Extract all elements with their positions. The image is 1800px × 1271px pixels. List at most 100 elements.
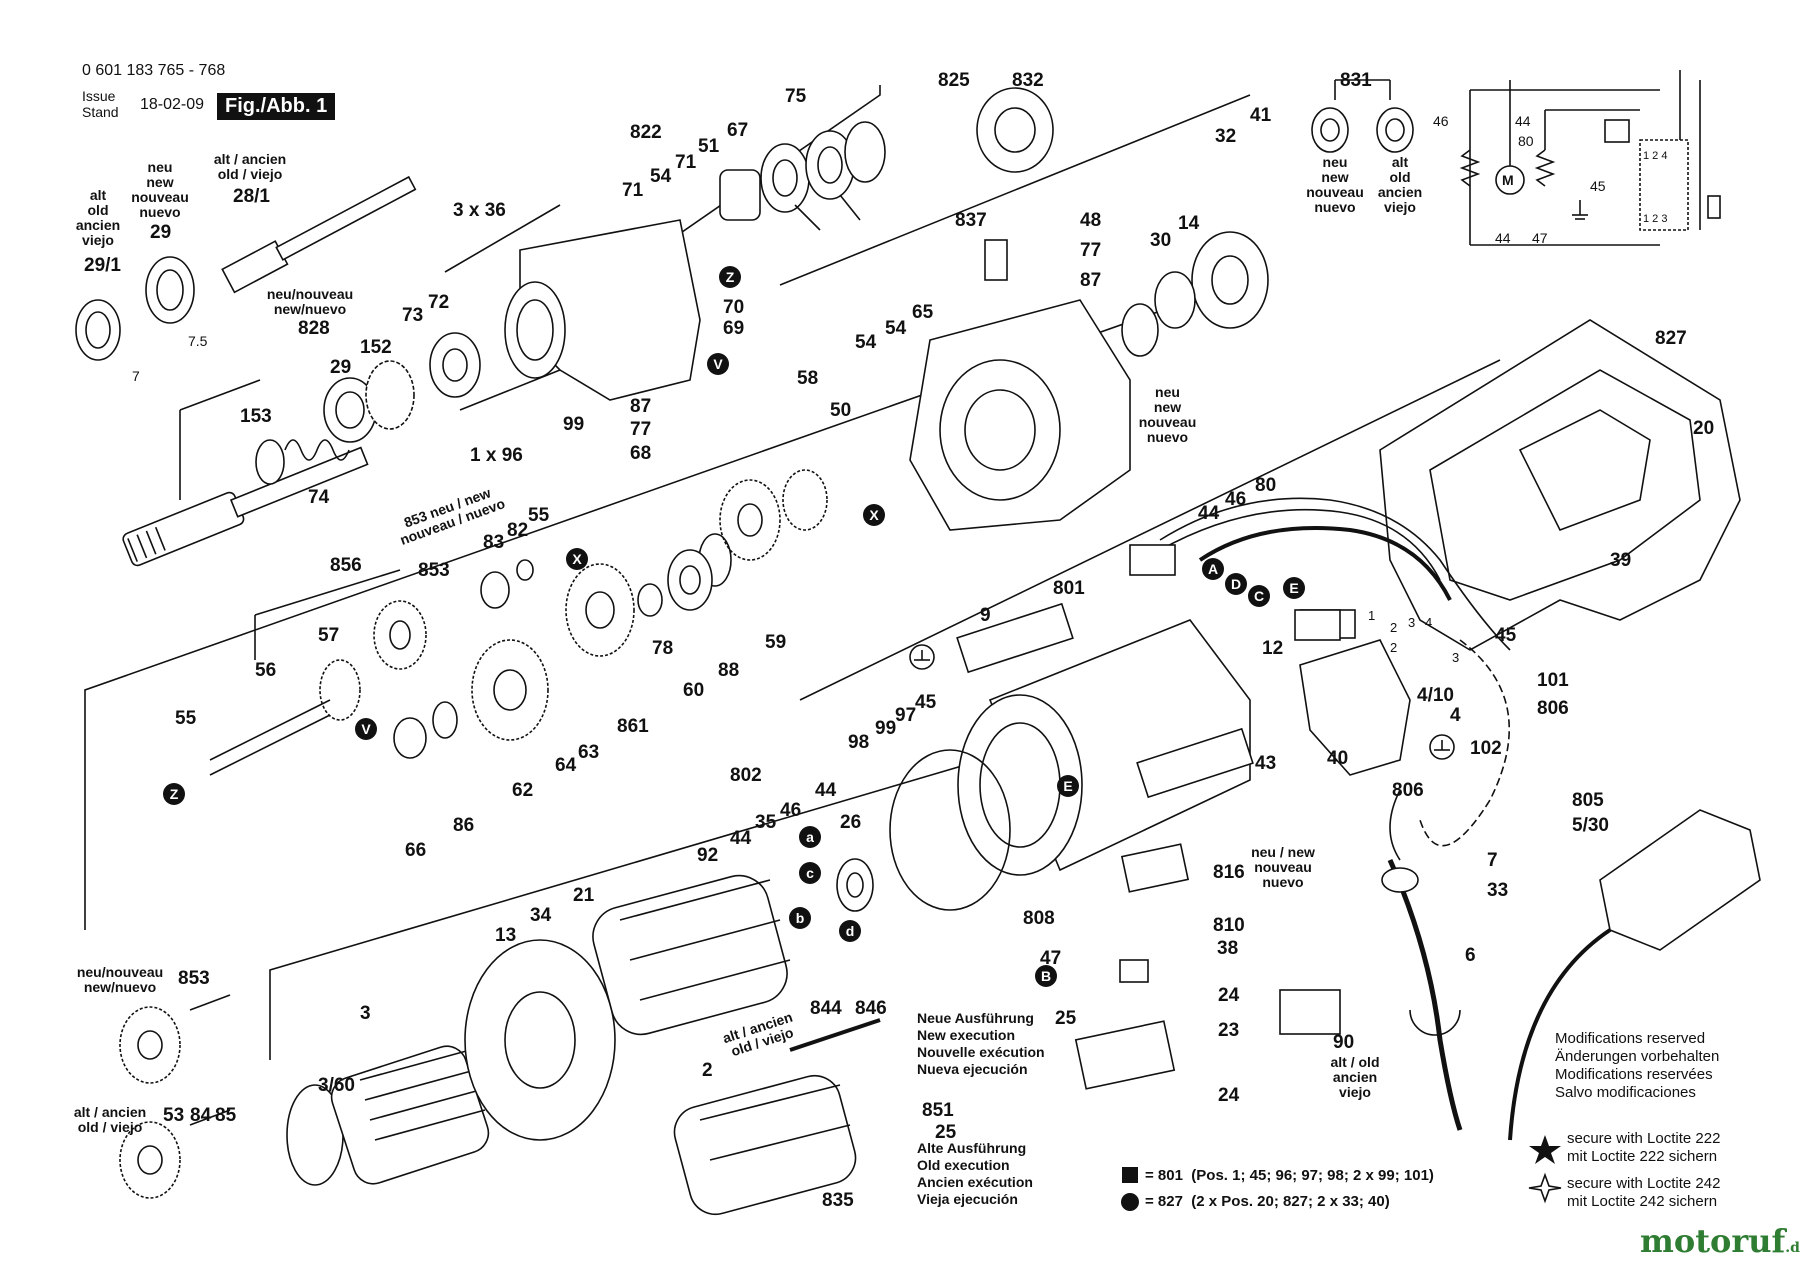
part-96: 1 x 96 [470, 445, 523, 466]
schem-46: 46 [1433, 113, 1449, 129]
marker-v-bottom: V [355, 718, 377, 740]
part-152: 152 [360, 337, 392, 358]
legend-square-text: = 801 (Pos. 1; 45; 96; 97; 98; 2 x 99; 1… [1145, 1167, 1434, 1184]
part-3: 3 [360, 1003, 371, 1024]
part-54c: 54 [885, 318, 907, 339]
part-4-10: 4/10 [1417, 685, 1454, 706]
part-54b: 54 [855, 332, 877, 353]
part-55b: 55 [175, 708, 197, 729]
label-neu-828: neu/nouveau new/nuevo [266, 286, 354, 317]
part-3-60: 3/60 [318, 1075, 355, 1096]
part-46m: 46 [780, 800, 802, 821]
part-71a: 71 [622, 180, 644, 201]
schem-terminal-bottom: 1 2 3 [1643, 213, 1668, 225]
gear-59 [719, 479, 781, 561]
part-806b: 806 [1392, 780, 1424, 801]
part-5-30: 5/30 [1572, 815, 1609, 836]
part-87a: 87 [630, 396, 652, 417]
part-153: 153 [240, 406, 272, 427]
marker-e-mid: E [1057, 775, 1079, 797]
spindle-shaft [122, 446, 369, 567]
part-44m: 44 [730, 828, 752, 849]
part-24b: 24 [1218, 1085, 1240, 1106]
part-806a: 806 [1537, 698, 1569, 719]
part-822: 822 [630, 122, 662, 143]
schem-80: 80 [1518, 133, 1534, 149]
note-old-execution: Alte Ausführung Old execution Ancien exé… [917, 1140, 1033, 1207]
part-64: 64 [555, 755, 577, 776]
part-12: 12 [1262, 638, 1284, 659]
part-21: 21 [573, 885, 595, 906]
part-77b: 77 [1080, 240, 1102, 261]
part-805: 805 [1572, 790, 1604, 811]
marker-c: C [1248, 585, 1270, 607]
part-6: 6 [1465, 945, 1476, 966]
dim-7: 7 [132, 368, 140, 384]
marker-z-top: Z [719, 266, 741, 288]
part-30: 30 [1150, 230, 1172, 251]
part-45c: 45 [915, 692, 937, 713]
frame-line-left [84, 289, 1221, 930]
watermark-text: motoruf [1640, 1222, 1786, 1260]
part-828: 828 [298, 318, 330, 339]
part-46w: 46 [1225, 489, 1247, 510]
schem-47: 47 [1532, 230, 1548, 246]
issue-label: Issue Stand [82, 88, 119, 120]
part-73: 73 [402, 305, 424, 326]
part-87b: 87 [1080, 270, 1102, 291]
part-82: 82 [507, 520, 529, 541]
marker-a: A [1202, 558, 1224, 580]
part-835: 835 [822, 1190, 854, 1211]
part-67: 67 [727, 120, 749, 141]
part-9: 9 [980, 605, 991, 626]
part-53: 53 [163, 1105, 185, 1126]
loctite-222-star [1529, 1135, 1561, 1164]
part-4: 4 [1450, 705, 1461, 726]
watermark-tld: .de [1785, 1240, 1800, 1256]
marker-d-low: d [839, 920, 861, 942]
part-57: 57 [318, 625, 340, 646]
part-24a: 24 [1218, 985, 1240, 1006]
part-7b: 7 [1487, 850, 1498, 871]
modifications-note: Modifications reserved Änderungen vorbeh… [1555, 1030, 1720, 1101]
part-102: 102 [1470, 738, 1502, 759]
label-alt-28-1: alt / ancien old / viejo [213, 151, 287, 182]
loctite-242-note: secure with Loctite 242 mit Loctite 242 … [1567, 1175, 1721, 1210]
part-88: 88 [718, 660, 740, 681]
marker-e-top: E [1283, 577, 1305, 599]
part-39: 39 [1610, 550, 1632, 571]
schem-terminal-top: 1 2 4 [1643, 150, 1668, 162]
label-neu-816: neu / new nouveau nuevo [1251, 844, 1315, 890]
part-78: 78 [652, 638, 674, 659]
fan-34 [464, 939, 616, 1141]
part-62: 62 [512, 780, 534, 801]
legend-dot-icon [1121, 1193, 1139, 1211]
part-44w: 44 [1198, 503, 1220, 524]
frame-line-mid [269, 739, 1051, 1060]
part-54a: 54 [650, 166, 672, 187]
part-75: 75 [785, 86, 807, 107]
part-29b: 29 [330, 357, 352, 378]
part-84: 84 [190, 1105, 212, 1126]
part-832: 832 [1012, 70, 1044, 91]
note-new-execution: Neue Ausführung New execution Nouvelle e… [917, 1010, 1045, 1077]
part-35: 35 [755, 812, 777, 833]
marker-x-left: X [566, 548, 588, 570]
part-14: 14 [1178, 213, 1200, 234]
wire-1: 1 [1368, 608, 1376, 623]
wire-4: 4 [1425, 615, 1433, 630]
part-810: 810 [1213, 915, 1245, 936]
part-2: 2 [702, 1060, 713, 1081]
marker-d: D [1225, 573, 1247, 595]
part-44n: 44 [815, 780, 837, 801]
figure-tag: Fig./Abb. 1 [217, 93, 336, 120]
wire-2: 2 [1390, 620, 1398, 635]
part-69: 69 [723, 318, 745, 339]
gear-58 [782, 469, 828, 531]
part-34: 34 [530, 905, 552, 926]
part-20: 20 [1693, 418, 1715, 439]
part-98: 98 [848, 732, 870, 753]
part-861: 861 [617, 716, 649, 737]
frame-line-lower [799, 359, 1501, 701]
